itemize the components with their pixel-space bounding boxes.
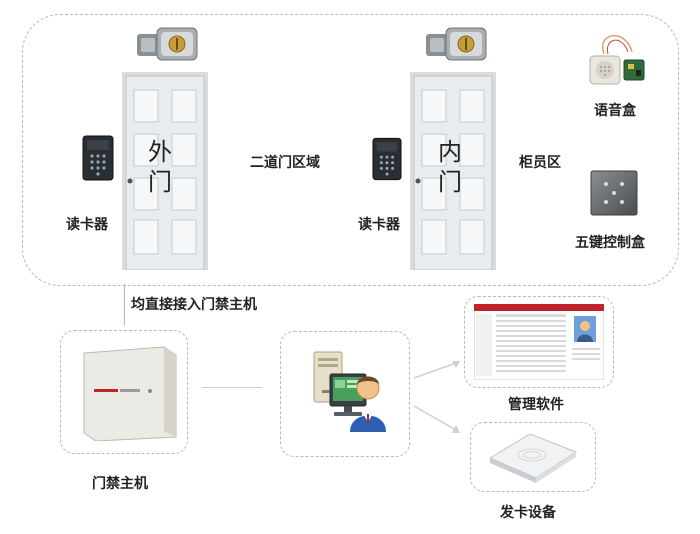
inner-door	[410, 72, 496, 270]
card-reader-outer-icon	[82, 135, 114, 181]
arrow-to-card-issuer	[412, 404, 462, 434]
five-key-box-label: 五键控制盒	[575, 235, 645, 251]
controller-icon	[80, 345, 178, 441]
inner-door-label-2: 门	[438, 168, 462, 196]
electric-lock-inner-icon	[424, 24, 488, 64]
zone-counter-label: 柜员区	[519, 155, 561, 171]
voice-box-label: 语音盒	[594, 103, 636, 119]
outer-door-label-2: 门	[148, 168, 172, 196]
five-key-box-icon	[590, 170, 638, 216]
card-reader-inner-label: 读卡器	[358, 217, 400, 233]
connect-note-label: 均直接接入门禁主机	[131, 297, 257, 313]
card-issuer-label: 发卡设备	[500, 505, 556, 521]
zone-middle-label: 二道门区域	[250, 155, 320, 171]
software-label: 管理软件	[508, 397, 564, 413]
outer-door-label-1: 外	[148, 138, 172, 166]
outer-door	[122, 72, 208, 270]
card-issuer-icon	[484, 428, 582, 484]
electric-lock-outer-icon	[135, 24, 199, 64]
software-screenshot-icon	[474, 304, 604, 380]
connector-line-controller-pc	[202, 387, 262, 388]
workstation-icon	[304, 350, 390, 434]
controller-label: 门禁主机	[92, 476, 148, 492]
connector-line-vertical	[124, 284, 125, 326]
inner-door-label-1: 内	[438, 138, 462, 166]
voice-box-icon	[586, 26, 648, 92]
arrow-to-software	[412, 358, 462, 380]
card-reader-inner-icon	[372, 137, 402, 181]
card-reader-outer-label: 读卡器	[66, 217, 108, 233]
